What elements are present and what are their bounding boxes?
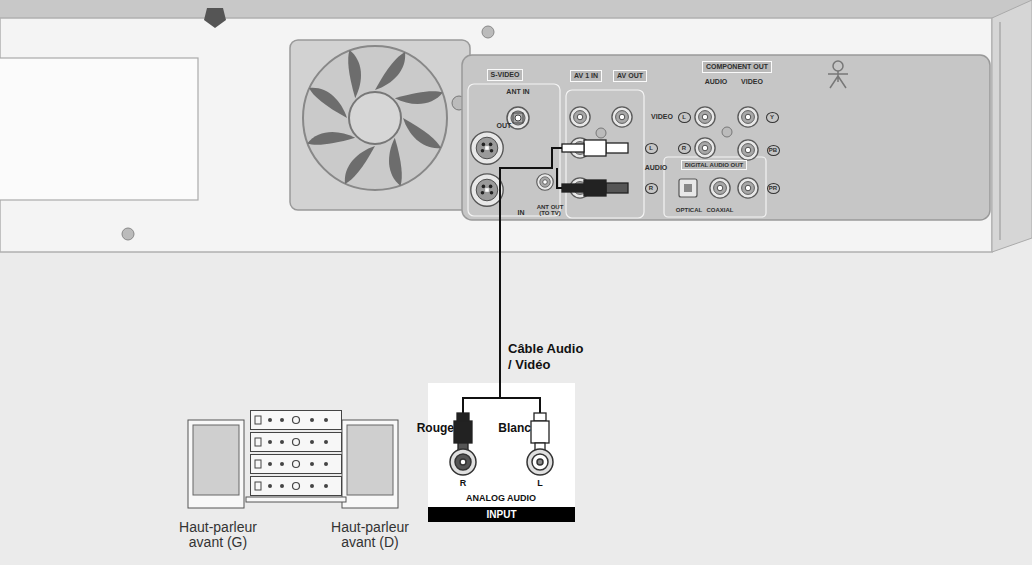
connector-label: Y (766, 112, 779, 123)
connector-label: R (678, 143, 691, 154)
channel-label: L (537, 479, 543, 488)
connector-label: ANT IN (506, 88, 529, 95)
connector-label: DIGITAL AUDIO OUT (681, 160, 748, 170)
plug-color-label: Blanc (498, 422, 531, 435)
connector-label: VIDEO (741, 78, 763, 85)
speaker-label: Haut-parleur avant (D) (322, 520, 418, 549)
connector-label: L (678, 112, 691, 123)
connector-label: ANT OUT (TO TV) (534, 204, 566, 217)
connector-label: COMPONENT OUT (702, 61, 772, 72)
speaker-label: Haut-parleur avant (G) (170, 520, 266, 549)
connector-label: L (645, 143, 658, 154)
connector-label: OUT (497, 122, 512, 129)
input-name: ANALOG AUDIO (466, 494, 536, 503)
input-panel: RougeBlancRLANALOG AUDIOINPUT (428, 383, 575, 522)
connector-label: IN (518, 209, 525, 216)
cable-label: Câble Audio / Vidéo (508, 341, 588, 372)
channel-label: R (460, 479, 467, 488)
connector-label: PB (767, 145, 780, 156)
connector-label: AV 1 IN (570, 70, 602, 81)
connector-label: AV OUT (613, 70, 647, 81)
plug-color-label: Rouge (417, 422, 454, 435)
connector-label: COAXIAL (707, 207, 734, 213)
connector-label: VIDEO (651, 113, 673, 120)
connector-label: S-VIDEO (487, 69, 524, 80)
connector-label: AUDIO (645, 164, 668, 171)
connector-label: AUDIO (705, 78, 728, 85)
input-bar: INPUT (428, 507, 575, 522)
connector-label: OPTICAL (676, 207, 702, 213)
connector-label: PR (767, 183, 780, 194)
connector-label: R (645, 183, 658, 194)
